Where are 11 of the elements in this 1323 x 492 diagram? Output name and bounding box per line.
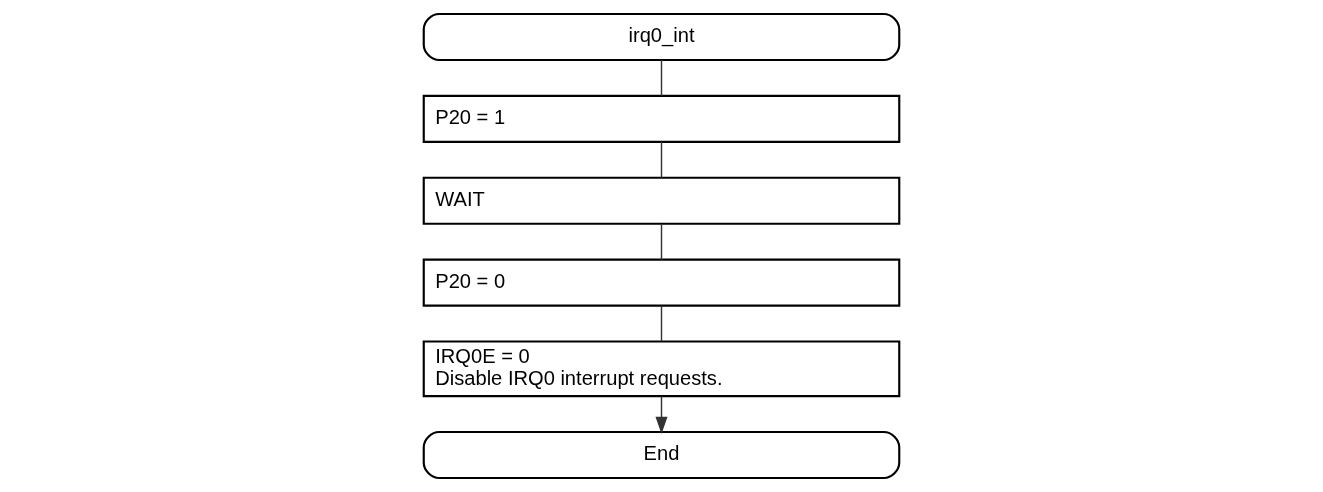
node-box: WAIT — [422, 176, 901, 225]
node-box: P20 = 0 — [422, 258, 901, 307]
connector — [660, 223, 663, 261]
node-box: P20 = 1 — [422, 94, 901, 143]
node-box: irq0_int — [422, 12, 901, 62]
arrow — [655, 395, 668, 435]
connector — [660, 305, 663, 342]
connector — [660, 141, 663, 179]
node-box: End — [422, 430, 901, 480]
connector — [660, 59, 663, 97]
node-box: IRQ0E = 0 Disable IRQ0 interrupt requests. — [422, 340, 901, 398]
